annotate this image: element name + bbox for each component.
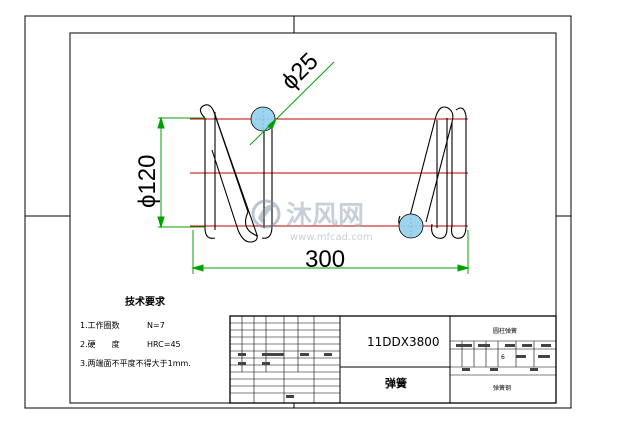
spring-coil	[199, 104, 467, 243]
title-block-spec: 11DDX3800	[367, 335, 440, 349]
note-line-1-value: N=7	[147, 321, 165, 330]
dimension-lines	[157, 61, 470, 274]
note-line-3: 3.两端面不平度不得大于1mm.	[80, 358, 191, 368]
note-line-2-value: HRC=45	[147, 340, 181, 349]
note-line-1-label: 1.工作圈数	[80, 320, 120, 330]
sheet-border	[24, 15, 572, 409]
title-block-part-name: 弹簧	[385, 376, 407, 390]
centering-marks	[25, 16, 571, 408]
watermark-url: www.mfcad.com	[290, 232, 373, 243]
technical-requirements: 技术要求 1.工作圈数 N=7 2.硬 度 HRC=45 3.两端面不平度不得大…	[80, 295, 191, 368]
title-block-count: 6	[501, 354, 505, 361]
spring-diameter-label: ϕ120	[134, 155, 161, 208]
site-watermark: 沐风网 www.mfcad.com	[251, 199, 373, 243]
title-block	[229, 315, 557, 404]
title-block-header: 圆柱弹簧	[493, 327, 517, 335]
watermark-brand: 沐风网	[286, 201, 364, 231]
notes-heading: 技术要求	[125, 295, 166, 308]
note-line-2-label: 2.硬 度	[80, 339, 120, 349]
title-block-small-marks	[238, 344, 551, 398]
spring-length-label: 300	[305, 246, 345, 273]
title-block-material: 弹簧钢	[493, 384, 511, 392]
watermark-logo-icon	[251, 199, 281, 229]
wire-diameter-label: ϕ25	[276, 48, 323, 95]
